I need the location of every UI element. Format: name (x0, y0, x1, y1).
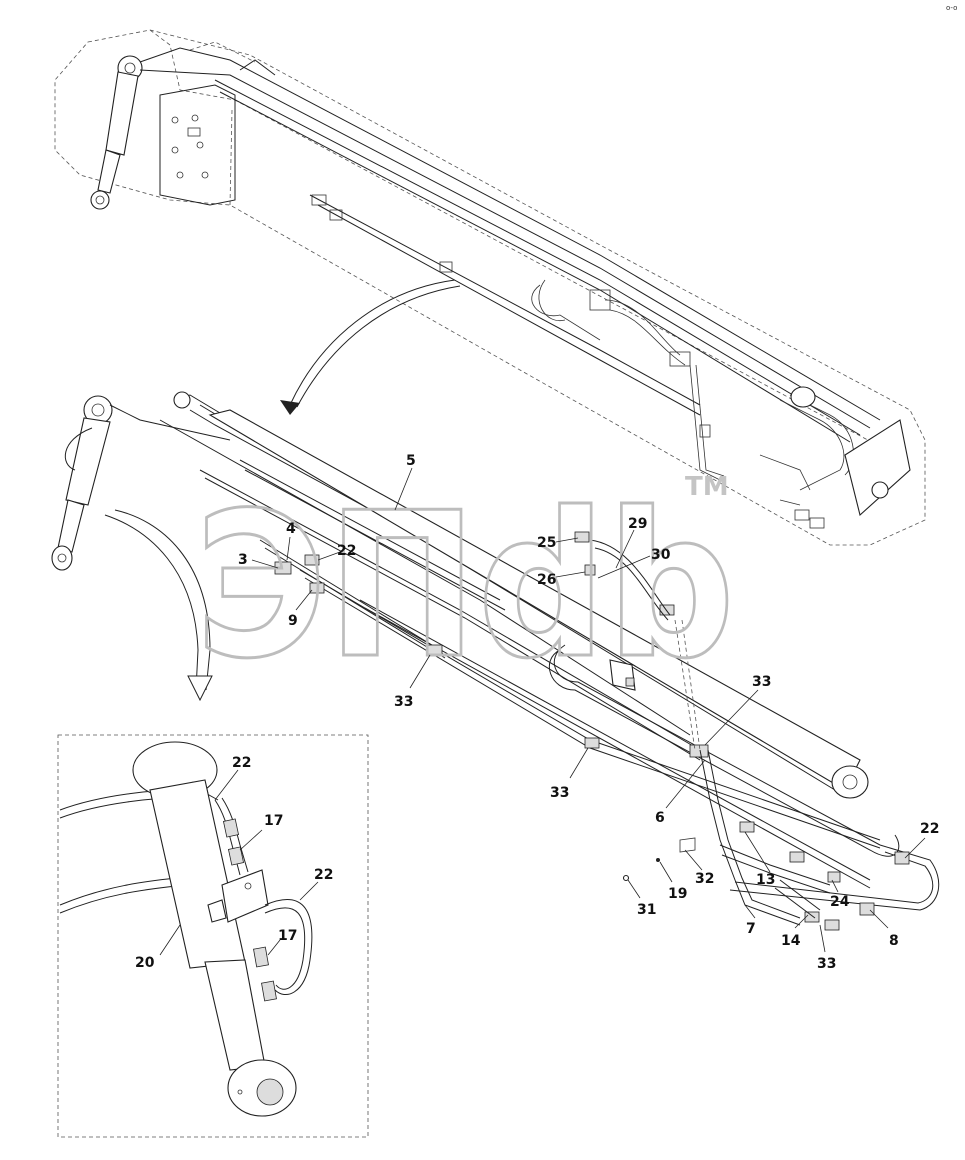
middle-exploded-assembly (51, 391, 940, 931)
callout-3: 3 (238, 552, 248, 568)
sweep-arrow-lower (104, 509, 213, 702)
top-lift-cylinder (90, 55, 143, 210)
callout-24: 24 (830, 894, 850, 910)
left-lift-cylinder (51, 395, 231, 571)
callout-29: 29 (628, 516, 647, 532)
callout-17: 17 (278, 928, 297, 944)
callout-33: 33 (817, 956, 836, 972)
callout-4: 4 (286, 521, 296, 537)
callout-labels: 5 4 3 22 9 25 29 30 26 33 33 33 6 22 32 … (135, 453, 939, 972)
callout-20: 20 (135, 955, 155, 971)
corner-mark: o-o (946, 4, 957, 12)
callout-26: 26 (537, 572, 556, 588)
callout-31: 31 (637, 902, 656, 918)
callout-22: 22 (920, 821, 939, 837)
detail-cylinder (132, 741, 297, 1117)
detail-inset (57, 734, 369, 1138)
callout-5: 5 (406, 453, 416, 469)
valve-block (609, 659, 636, 691)
callout-6: 6 (655, 810, 665, 826)
callout-32: 32 (695, 871, 714, 887)
callout-33: 33 (394, 694, 413, 710)
callout-22: 22 (314, 867, 333, 883)
watermark-tm: TM (685, 472, 729, 502)
callout-17: 17 (264, 813, 283, 829)
callout-9: 9 (288, 613, 298, 629)
callout-14: 14 (781, 933, 801, 949)
leader-lines (159, 467, 926, 956)
callout-30: 30 (651, 547, 671, 563)
callout-13: 13 (756, 872, 775, 888)
boom-main-cylinder (173, 391, 869, 799)
callout-33: 33 (550, 785, 569, 801)
sweep-arrow-upper (280, 279, 461, 415)
watermark-logo: ЭПdb (195, 470, 735, 703)
callout-7: 7 (746, 921, 756, 937)
detail-valve (207, 869, 269, 923)
callout-22: 22 (232, 755, 251, 771)
callout-22: 22 (337, 543, 356, 559)
top-boom-assembly (54, 29, 926, 546)
callout-8: 8 (889, 933, 899, 949)
callout-33: 33 (752, 674, 771, 690)
callout-19: 19 (668, 886, 687, 902)
callout-25: 25 (537, 535, 556, 551)
watermark: ЭПdb TM (194, 469, 737, 705)
